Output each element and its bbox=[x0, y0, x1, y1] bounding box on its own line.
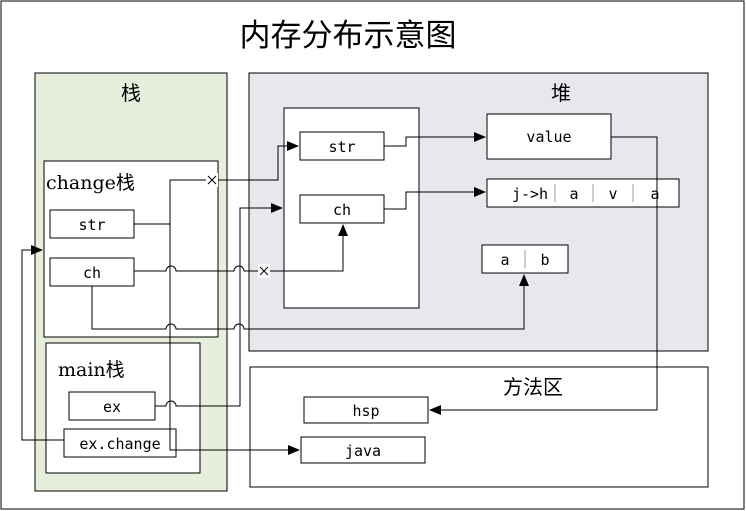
char-array-1-cell: a bbox=[650, 185, 659, 203]
cross-mark-str bbox=[206, 173, 218, 187]
call-to-change-frame-arrow bbox=[21, 245, 64, 441]
method-area-region bbox=[249, 366, 709, 488]
main-frame-label: main栈 bbox=[58, 359, 125, 381]
change-str-label: str bbox=[78, 216, 105, 234]
heap-str-label: str bbox=[328, 138, 355, 156]
java-box bbox=[300, 436, 426, 464]
value-to-hsp-arrow bbox=[429, 136, 658, 415]
string-literal-java-arrow bbox=[169, 224, 300, 455]
char-array-2-cell: a bbox=[500, 251, 509, 269]
method-area-label: 方法区 bbox=[503, 375, 563, 399]
char-array-1-cell: v bbox=[608, 185, 617, 203]
stack-label: 栈 bbox=[121, 81, 141, 105]
change-str-to-heap-str-arrow bbox=[218, 141, 299, 181]
heap-ch-label: ch bbox=[333, 201, 351, 219]
change-frame bbox=[43, 160, 219, 338]
main-ex-to-heap-object-arrow bbox=[155, 203, 283, 407]
value-box bbox=[486, 113, 612, 160]
char-array-2-cell: b bbox=[540, 251, 549, 269]
char-array-1-cell: j->h bbox=[512, 185, 548, 203]
heap-str-to-value-arrow bbox=[384, 132, 486, 147]
heap-ch-box bbox=[299, 194, 385, 224]
char-array-1 bbox=[486, 178, 680, 208]
main-call-box bbox=[63, 428, 177, 458]
heap-label: 堆 bbox=[551, 81, 571, 105]
java-label: java bbox=[345, 442, 381, 460]
change-ch-link bbox=[134, 265, 258, 272]
change-ch-label: ch bbox=[83, 264, 101, 282]
hsp-box bbox=[303, 396, 429, 424]
heap-ch-to-char-array-1-arrow bbox=[384, 187, 486, 210]
main-ex-box bbox=[68, 391, 156, 421]
hsp-label: hsp bbox=[352, 402, 379, 420]
main-ex-label: ex bbox=[103, 398, 121, 416]
char-array-1-cell: a bbox=[569, 185, 578, 203]
change-ch-to-char-array-2-arrow bbox=[91, 274, 529, 330]
change-frame-label: change栈 bbox=[46, 172, 135, 194]
main-call-label: ex.change bbox=[79, 435, 160, 453]
change-ch-to-heap-ch-arrow bbox=[270, 224, 348, 272]
cross-mark-ch bbox=[258, 264, 270, 278]
diagram-title: 内存分布示意图 bbox=[240, 18, 457, 54]
value-label: value bbox=[526, 128, 571, 146]
change-str-link bbox=[134, 179, 206, 225]
